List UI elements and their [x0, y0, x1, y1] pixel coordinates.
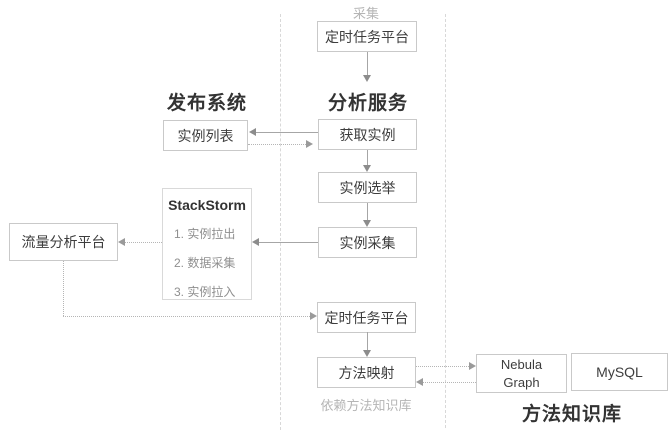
dotted-arrow-mapping-to-nebula	[416, 366, 469, 367]
node-traffic-analysis-platform: 流量分析平台	[9, 223, 118, 261]
dotted-arrow-nebula-to-mapping	[423, 382, 476, 383]
collect-note-label: 采集	[352, 6, 379, 21]
arrowhead-down-icon	[363, 220, 371, 227]
stackstorm-step-1: 1. 实例拉出	[174, 227, 236, 241]
depends-method-kb-label: 依赖方法知识库	[320, 398, 412, 413]
arrowhead-down-icon	[363, 75, 371, 82]
section-divider-left	[280, 14, 281, 430]
node-mysql: MySQL	[571, 353, 668, 391]
arrow-elect-to-collect	[367, 203, 368, 221]
dotted-arrow-stackstorm-to-traffic	[125, 242, 162, 243]
node-scheduled-task-platform-top: 定时任务平台	[317, 21, 417, 52]
arrow-collect-to-stackstorm	[259, 242, 318, 243]
nebula-graph-label: Nebula Graph	[500, 356, 543, 390]
dotted-connector-traffic-down	[63, 261, 64, 316]
node-scheduled-task-platform-bottom: 定时任务平台	[317, 302, 416, 333]
analysis-service-heading: 分析服务	[327, 93, 408, 114]
node-method-mapping: 方法映射	[317, 357, 416, 388]
arrow-fetch-to-elect	[367, 150, 368, 166]
section-divider-right	[445, 14, 446, 428]
arrowhead-right-icon	[306, 140, 313, 148]
arrowhead-left-icon	[252, 238, 259, 246]
dotted-arrow-traffic-to-taskbottom	[63, 316, 310, 317]
node-stackstorm: StackStorm 1. 实例拉出 2. 数据采集 3. 实例拉入	[162, 188, 252, 300]
dotted-arrow-instlist-to-fetch	[248, 144, 306, 145]
arrowhead-left-icon	[118, 238, 125, 246]
arrow-fetch-to-instlist	[256, 132, 318, 133]
node-nebula-graph: Nebula Graph	[476, 354, 567, 393]
arrowhead-left-icon	[416, 378, 423, 386]
arrow-tasktop-to-analysis	[367, 52, 368, 76]
arrowhead-down-icon	[363, 350, 371, 357]
method-kb-heading: 方法知识库	[521, 404, 622, 425]
stackstorm-step-3: 3. 实例拉入	[174, 285, 236, 299]
node-instance-election: 实例选举	[318, 172, 417, 203]
arrowhead-left-icon	[249, 128, 256, 136]
arrowhead-right-icon	[469, 362, 476, 370]
node-instance-collection: 实例采集	[318, 227, 417, 258]
stackstorm-step-2: 2. 数据采集	[174, 256, 236, 270]
node-instance-list: 实例列表	[163, 120, 248, 151]
node-fetch-instance: 获取实例	[318, 119, 417, 150]
stackstorm-title: StackStorm	[168, 197, 246, 213]
publish-system-heading: 发布系统	[166, 93, 247, 114]
arrow-taskbottom-to-mapping	[367, 332, 368, 351]
arrowhead-down-icon	[363, 165, 371, 172]
arrowhead-right-icon	[310, 312, 317, 320]
